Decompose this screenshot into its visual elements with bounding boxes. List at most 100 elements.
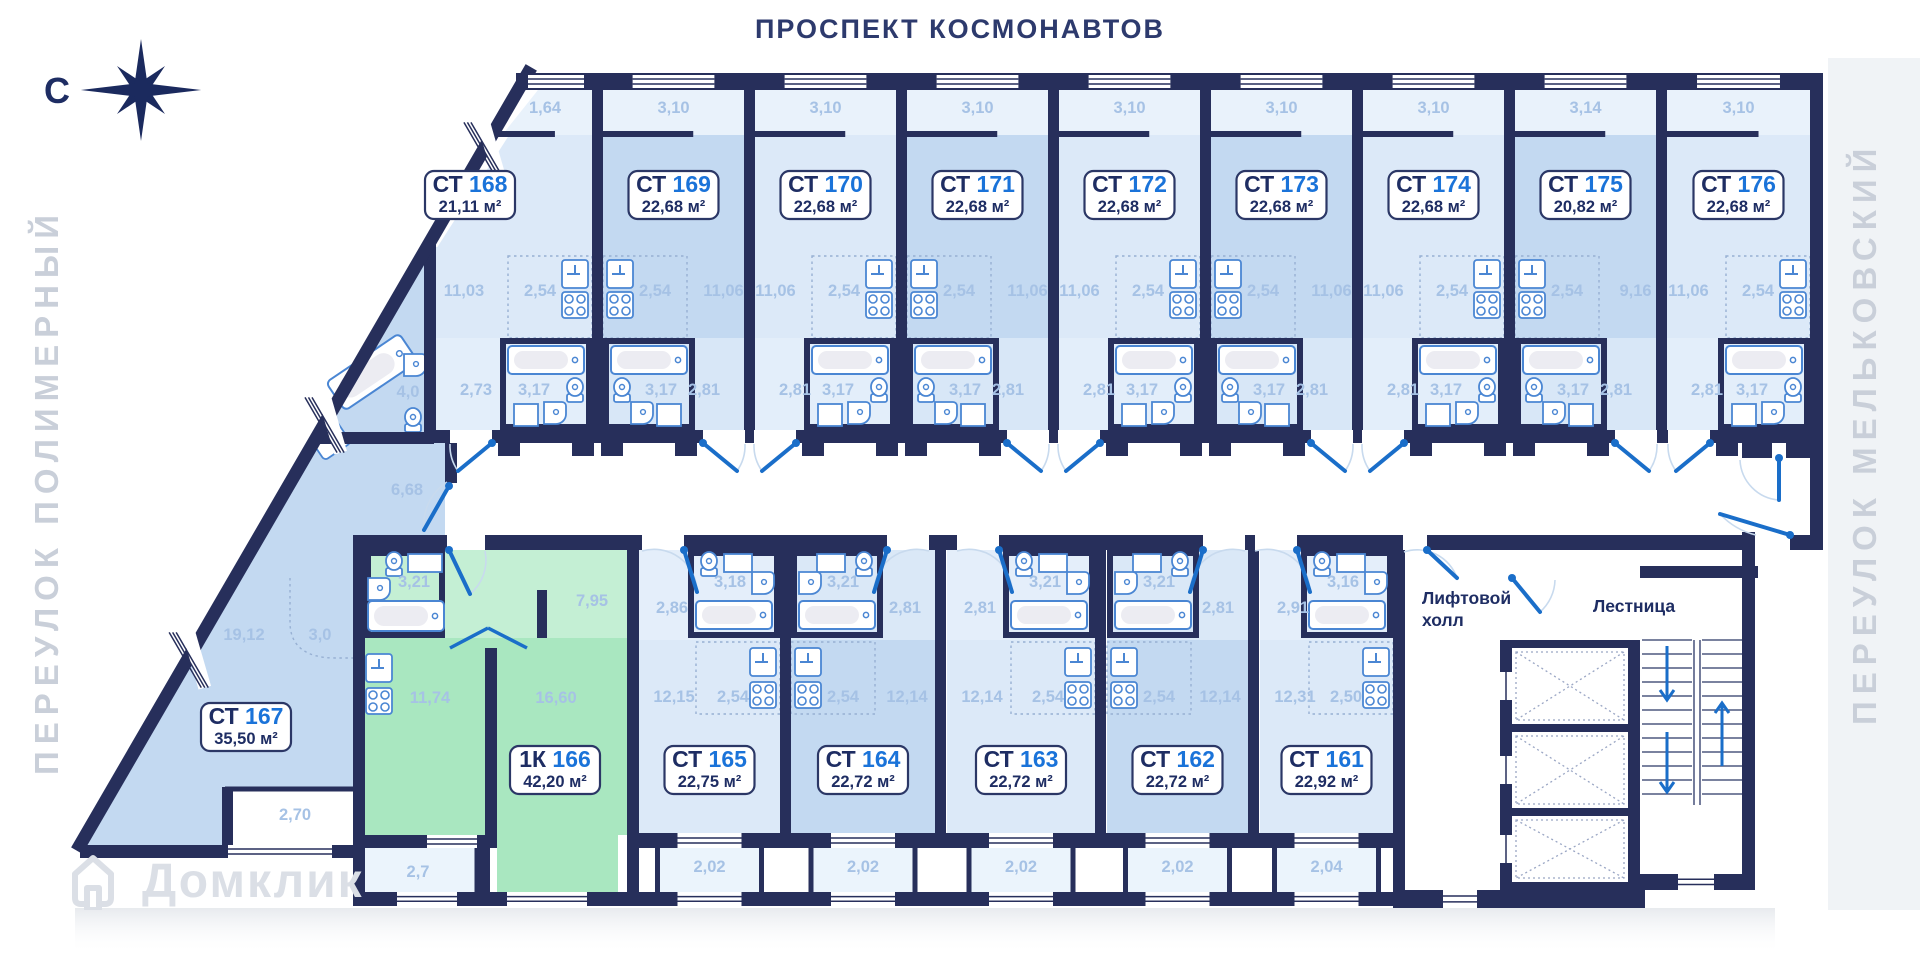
svg-text:12,14: 12,14: [886, 688, 928, 706]
svg-text:22,92 м²: 22,92 м²: [1295, 773, 1359, 791]
svg-text:6,68: 6,68: [391, 481, 423, 499]
compass-rose-icon: [80, 39, 202, 141]
svg-text:3,17: 3,17: [949, 381, 981, 399]
svg-text:1К 166: 1К 166: [519, 746, 591, 772]
svg-text:СТ 161: СТ 161: [1289, 746, 1364, 772]
unit-label-169[interactable]: СТ 169 22,68 м²: [627, 169, 720, 221]
stairs-label: Лестница: [1593, 596, 1675, 616]
svg-text:СТ 174: СТ 174: [1396, 171, 1471, 197]
svg-text:22,68 м²: 22,68 м²: [946, 198, 1010, 216]
svg-text:11,06: 11,06: [1668, 282, 1708, 300]
svg-text:2,81: 2,81: [1202, 599, 1234, 617]
svg-text:2,81: 2,81: [1600, 381, 1632, 399]
unit-label-162[interactable]: СТ 162 22,72 м²: [1131, 744, 1224, 796]
svg-text:2,54: 2,54: [827, 688, 860, 706]
svg-text:12,15: 12,15: [653, 688, 694, 706]
svg-text:СТ 167: СТ 167: [209, 703, 284, 729]
svg-text:2,70: 2,70: [279, 806, 311, 824]
street-name-left: ПЕРЕУЛОК ПОЛИМЕРНЫЙ: [28, 208, 65, 775]
svg-text:3,10: 3,10: [1417, 99, 1449, 117]
svg-text:СТ 171: СТ 171: [940, 171, 1015, 197]
svg-text:11,06: 11,06: [1007, 282, 1047, 300]
svg-text:22,68 м²: 22,68 м²: [1402, 198, 1466, 216]
unit-label-172[interactable]: СТ 172 22,68 м²: [1083, 169, 1176, 221]
svg-text:4,0: 4,0: [397, 383, 420, 401]
svg-text:2,81: 2,81: [688, 381, 720, 399]
svg-text:11,03: 11,03: [444, 282, 484, 300]
unit-label-163[interactable]: СТ 163 22,72 м²: [974, 744, 1068, 796]
svg-text:3,21: 3,21: [398, 573, 430, 591]
svg-text:11,06: 11,06: [1363, 282, 1403, 300]
svg-text:холл: холл: [1422, 610, 1464, 630]
domclick-logo-icon: [72, 855, 114, 910]
svg-text:2,81: 2,81: [779, 381, 811, 399]
svg-text:3,10: 3,10: [1113, 99, 1145, 117]
unit-label-171[interactable]: СТ 171 22,68 м²: [931, 169, 1024, 221]
svg-text:2,86: 2,86: [656, 599, 688, 617]
svg-text:2,81: 2,81: [1083, 381, 1115, 399]
svg-text:СТ 170: СТ 170: [788, 171, 863, 197]
svg-text:2,54: 2,54: [1551, 282, 1584, 300]
unit-label-165[interactable]: СТ 165 22,75 м²: [663, 744, 756, 796]
svg-text:3,10: 3,10: [809, 99, 841, 117]
svg-text:2,04: 2,04: [1310, 858, 1343, 876]
svg-text:2,02: 2,02: [693, 858, 725, 876]
svg-text:2,81: 2,81: [1691, 381, 1723, 399]
svg-text:22,68 м²: 22,68 м²: [642, 198, 706, 216]
svg-text:3,17: 3,17: [1126, 381, 1158, 399]
svg-text:2,02: 2,02: [1005, 858, 1037, 876]
svg-text:3,17: 3,17: [1430, 381, 1462, 399]
svg-text:2,54: 2,54: [1436, 282, 1469, 300]
svg-text:3,17: 3,17: [518, 381, 550, 399]
svg-text:3,17: 3,17: [1557, 381, 1589, 399]
watermark-text: Домклик: [142, 854, 364, 908]
svg-text:11,74: 11,74: [410, 689, 451, 707]
svg-text:3,17: 3,17: [822, 381, 854, 399]
svg-text:2,81: 2,81: [1296, 381, 1328, 399]
svg-text:2,54: 2,54: [828, 282, 861, 300]
unit-label-173[interactable]: СТ 173 22,68 м²: [1235, 169, 1328, 221]
svg-text:3,10: 3,10: [1722, 99, 1754, 117]
unit-label-175[interactable]: СТ 175 20,82 м²: [1539, 169, 1632, 221]
svg-text:1,64: 1,64: [529, 99, 562, 117]
svg-text:22,68 м²: 22,68 м²: [794, 198, 858, 216]
svg-text:2,50: 2,50: [1330, 688, 1362, 706]
svg-text:2,81: 2,81: [889, 599, 921, 617]
svg-text:12,31: 12,31: [1274, 688, 1315, 706]
unit-label-164[interactable]: СТ 164 22,72 м²: [816, 744, 910, 796]
unit-label-166[interactable]: 1К 166 42,20 м²: [508, 744, 602, 796]
svg-text:22,72 м²: 22,72 м²: [831, 773, 895, 791]
svg-text:СТ 169: СТ 169: [636, 171, 711, 197]
svg-text:СТ 176: СТ 176: [1701, 171, 1776, 197]
svg-text:11,06: 11,06: [755, 282, 795, 300]
svg-text:2,81: 2,81: [1387, 381, 1419, 399]
unit-label-161[interactable]: СТ 161 22,92 м²: [1280, 744, 1373, 796]
svg-text:2,54: 2,54: [717, 688, 750, 706]
svg-text:2,91: 2,91: [1277, 599, 1309, 617]
svg-text:3,14: 3,14: [1569, 99, 1602, 117]
svg-text:СТ 168: СТ 168: [433, 171, 508, 197]
watermark: Домклик: [66, 852, 364, 910]
svg-text:3,16: 3,16: [1327, 573, 1359, 591]
svg-text:2,54: 2,54: [639, 282, 672, 300]
svg-text:СТ 162: СТ 162: [1140, 746, 1215, 772]
svg-text:2,02: 2,02: [1161, 858, 1193, 876]
svg-text:22,72 м²: 22,72 м²: [989, 773, 1053, 791]
svg-text:21,11 м²: 21,11 м²: [439, 198, 502, 216]
unit-label-174[interactable]: СТ 174 22,68 м²: [1387, 169, 1480, 221]
svg-text:2,54: 2,54: [1742, 282, 1775, 300]
unit-label-168[interactable]: СТ 168 21,11 м²: [423, 169, 517, 221]
svg-text:35,50 м²: 35,50 м²: [214, 730, 278, 748]
svg-text:22,68 м²: 22,68 м²: [1250, 198, 1314, 216]
lift-hall-label: Лифтовой: [1422, 588, 1511, 608]
unit-label-170[interactable]: СТ 170 22,68 м²: [779, 169, 872, 221]
unit-label-167[interactable]: СТ 167 35,50 м²: [199, 701, 293, 753]
svg-text:20,82 м²: 20,82 м²: [1554, 198, 1618, 216]
svg-text:22,68 м²: 22,68 м²: [1707, 198, 1771, 216]
svg-text:2,54: 2,54: [524, 282, 557, 300]
svg-text:2,54: 2,54: [943, 282, 976, 300]
unit-label-176[interactable]: СТ 176 22,68 м²: [1692, 169, 1785, 221]
svg-text:12,14: 12,14: [961, 688, 1003, 706]
